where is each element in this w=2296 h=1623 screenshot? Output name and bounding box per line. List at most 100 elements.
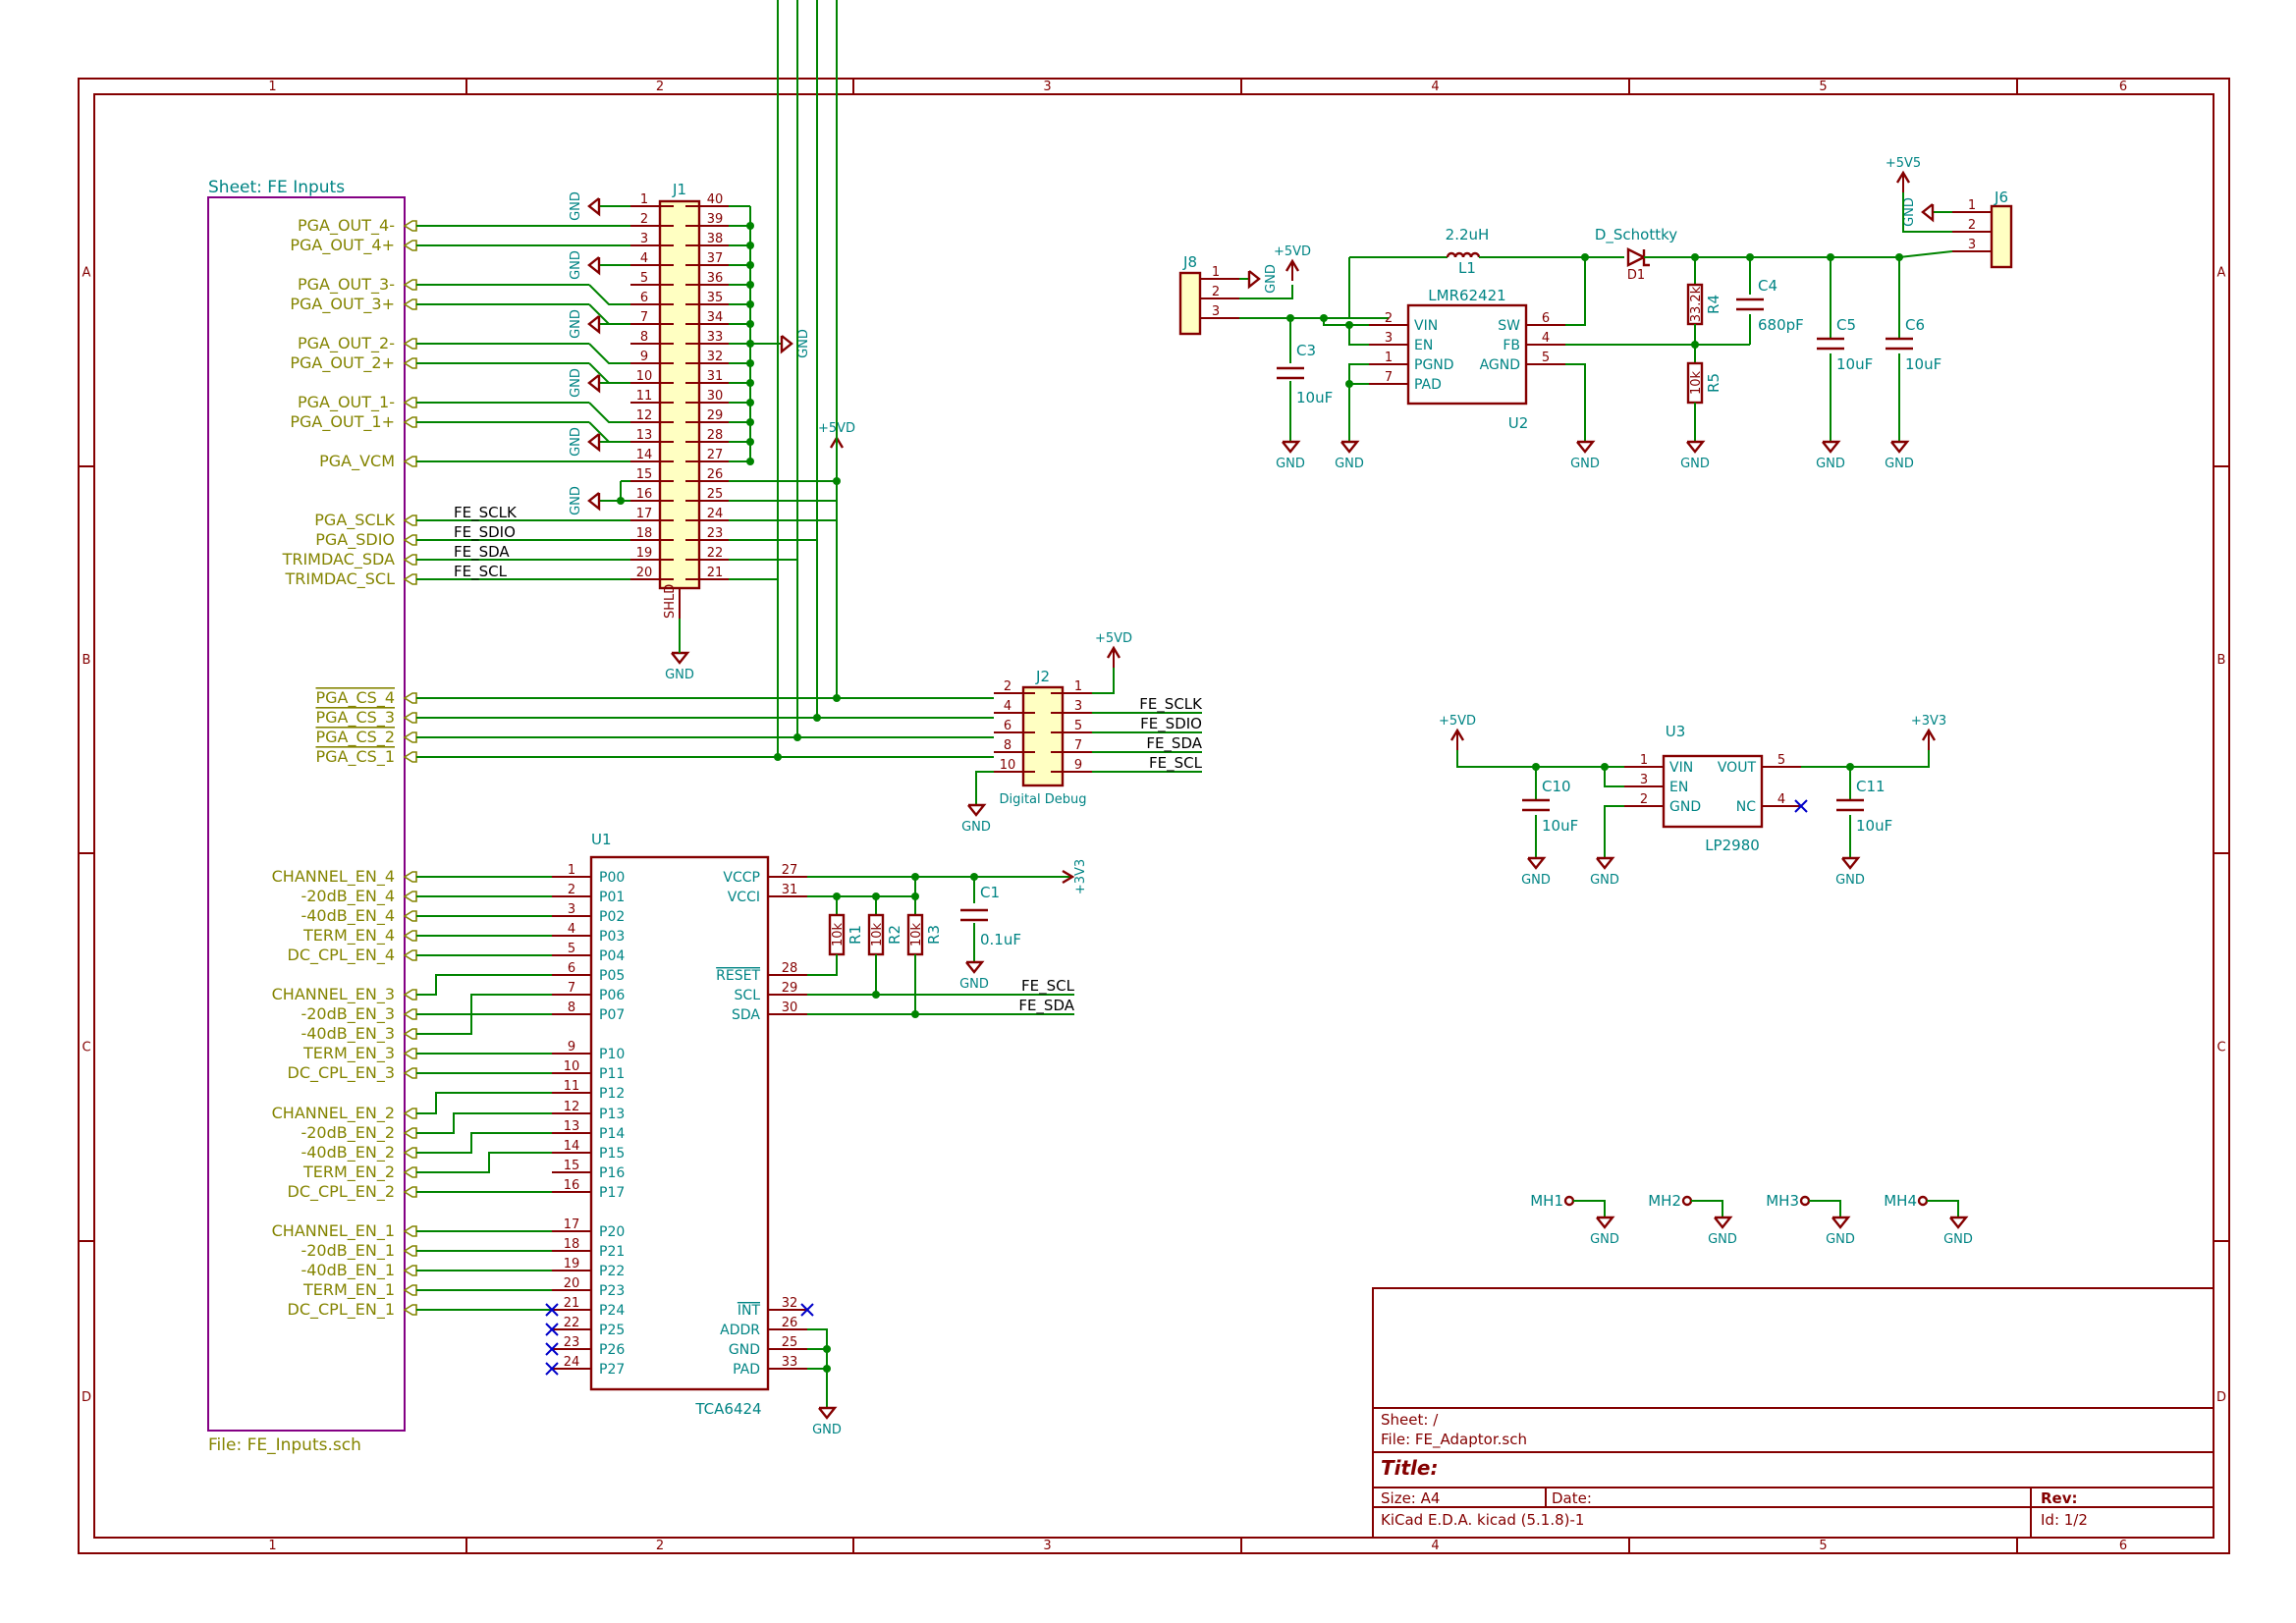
gnd-icon bbox=[1831, 1216, 1851, 1229]
u1-pin-number: 23 bbox=[564, 1335, 580, 1350]
gnd-label: GND bbox=[1835, 873, 1865, 888]
hier-pin-icon bbox=[403, 871, 417, 883]
hier-pin-icon bbox=[403, 279, 417, 291]
u1-pin-name: PAD bbox=[733, 1362, 760, 1378]
j8-pin-number: 2 bbox=[1212, 285, 1220, 299]
hier-pin: -40dB_EN_3 bbox=[301, 1024, 417, 1044]
hier-pin-label: -40dB_EN_1 bbox=[301, 1261, 395, 1280]
j1-pin-number: 39 bbox=[707, 212, 724, 227]
gnd-symbol: GND bbox=[1590, 1216, 1619, 1247]
junction-dot bbox=[746, 359, 754, 367]
hier-pin-label: PGA_VCM bbox=[319, 452, 395, 471]
u1-pin-number: 14 bbox=[564, 1139, 580, 1154]
d1-value: D_Schottky bbox=[1595, 226, 1677, 244]
hier-pin-label: CHANNEL_EN_1 bbox=[272, 1221, 395, 1241]
hier-pin: PGA_OUT_4- bbox=[298, 216, 417, 236]
resistor-ref: R5 bbox=[1705, 373, 1722, 393]
hier-pin: PGA_OUT_2- bbox=[298, 334, 417, 353]
frame-col-label: 5 bbox=[1819, 80, 1827, 94]
gnd-label: GND bbox=[1590, 873, 1619, 888]
connector-j1[interactable]: J1 SHLD 12345678910111213141516171819204… bbox=[630, 181, 729, 619]
frame-col-label: 4 bbox=[1431, 1539, 1439, 1553]
gnd-symbol: GND bbox=[1570, 440, 1600, 471]
wire bbox=[1691, 1200, 1723, 1217]
en-wire bbox=[416, 1092, 552, 1114]
u1-pin-name: P11 bbox=[599, 1066, 625, 1082]
u2-pin-name: FB bbox=[1503, 338, 1520, 353]
hier-pin-label: CHANNEL_EN_4 bbox=[272, 867, 395, 887]
u1-pin-number: 33 bbox=[782, 1355, 798, 1370]
diode-bar bbox=[1642, 249, 1650, 267]
gnd-icon bbox=[965, 960, 985, 974]
power-label: +5V5 bbox=[1886, 156, 1921, 171]
gnd-icon bbox=[1714, 1216, 1733, 1229]
hier-pin: DC_CPL_EN_1 bbox=[288, 1300, 417, 1320]
gnd-icon bbox=[587, 374, 601, 394]
gnd-symbol: GND bbox=[1276, 440, 1305, 471]
hier-pin-label: DC_CPL_EN_1 bbox=[288, 1300, 395, 1320]
wire bbox=[729, 0, 779, 580]
hier-pin-icon bbox=[403, 989, 417, 1001]
d1-ref: D1 bbox=[1627, 268, 1645, 283]
hier-pin-label: PGA_OUT_1+ bbox=[290, 412, 395, 432]
gnd-symbol: GND bbox=[780, 329, 811, 358]
resistor-value: 10k bbox=[831, 922, 846, 947]
hier-sheet-fe-inputs[interactable]: Sheet: FE Inputs File: FE_Inputs.sch PGA… bbox=[207, 178, 417, 1455]
u1-pin-number: 8 bbox=[568, 1001, 575, 1015]
j1-pin-number: 1 bbox=[640, 192, 648, 207]
hier-pin: PGA_OUT_3+ bbox=[290, 295, 417, 314]
frame-row-label: B bbox=[2217, 653, 2226, 668]
j1-pin-number: 12 bbox=[636, 408, 653, 423]
u1-pin-name: P26 bbox=[599, 1342, 625, 1358]
junction-dot bbox=[1320, 314, 1328, 322]
gnd-label: GND bbox=[1335, 457, 1364, 471]
cap-ref: C3 bbox=[1296, 342, 1316, 359]
j1-pin-number: 11 bbox=[636, 389, 653, 404]
j1-pin-number: 20 bbox=[636, 566, 653, 580]
junction-dot bbox=[833, 694, 841, 702]
hier-pin: PGA_CS_3 bbox=[316, 708, 417, 728]
hier-pin: TRIMDAC_SDA bbox=[282, 550, 417, 569]
cap-ref: C1 bbox=[980, 884, 1000, 901]
u3-pin-name: VOUT bbox=[1718, 760, 1757, 776]
u2-pin-number: 5 bbox=[1542, 351, 1550, 365]
gnd-symbol: GND bbox=[961, 803, 991, 835]
hier-pin-icon bbox=[403, 1304, 417, 1316]
junction-dot bbox=[970, 873, 978, 881]
u3-pin-number: 2 bbox=[1640, 792, 1648, 807]
hier-pin-label: TERM_EN_1 bbox=[302, 1280, 395, 1300]
frame-row-label: C bbox=[2216, 1041, 2225, 1055]
hier-pin: PGA_VCM bbox=[319, 452, 417, 471]
j1-pin-number: 5 bbox=[640, 271, 648, 286]
hier-pin-icon bbox=[403, 338, 417, 350]
resistor-ref: R2 bbox=[886, 925, 903, 945]
hier-pin: -20dB_EN_3 bbox=[301, 1004, 417, 1024]
u1-pin-number: 3 bbox=[568, 902, 575, 917]
hier-pin: -20dB_EN_1 bbox=[301, 1241, 417, 1261]
wire bbox=[1927, 1200, 1959, 1217]
hier-pin-label: PGA_SDIO bbox=[315, 530, 395, 550]
junction-dot bbox=[823, 1345, 831, 1353]
gnd-label: GND bbox=[569, 250, 583, 280]
gnd-symbol: GND bbox=[1835, 856, 1865, 888]
gnd-label: GND bbox=[1885, 457, 1914, 471]
en-wire bbox=[416, 974, 552, 996]
hier-pin: CHANNEL_EN_1 bbox=[272, 1221, 417, 1241]
u1-pin-number: 26 bbox=[782, 1316, 798, 1330]
frame-col-label: 2 bbox=[656, 1539, 664, 1553]
u1-pin-name: P24 bbox=[599, 1303, 625, 1319]
j2-net-label: FE_SDA bbox=[1146, 734, 1202, 753]
j2-net-label: FE_SCLK bbox=[1139, 695, 1203, 714]
junction-dot bbox=[746, 261, 754, 269]
u1-net-label-sda: FE_SDA bbox=[1018, 997, 1074, 1015]
j1-pin-number: 23 bbox=[707, 526, 724, 541]
hier-pin-label: -40dB_EN_2 bbox=[301, 1143, 395, 1163]
hier-pin: CHANNEL_EN_2 bbox=[272, 1104, 417, 1123]
